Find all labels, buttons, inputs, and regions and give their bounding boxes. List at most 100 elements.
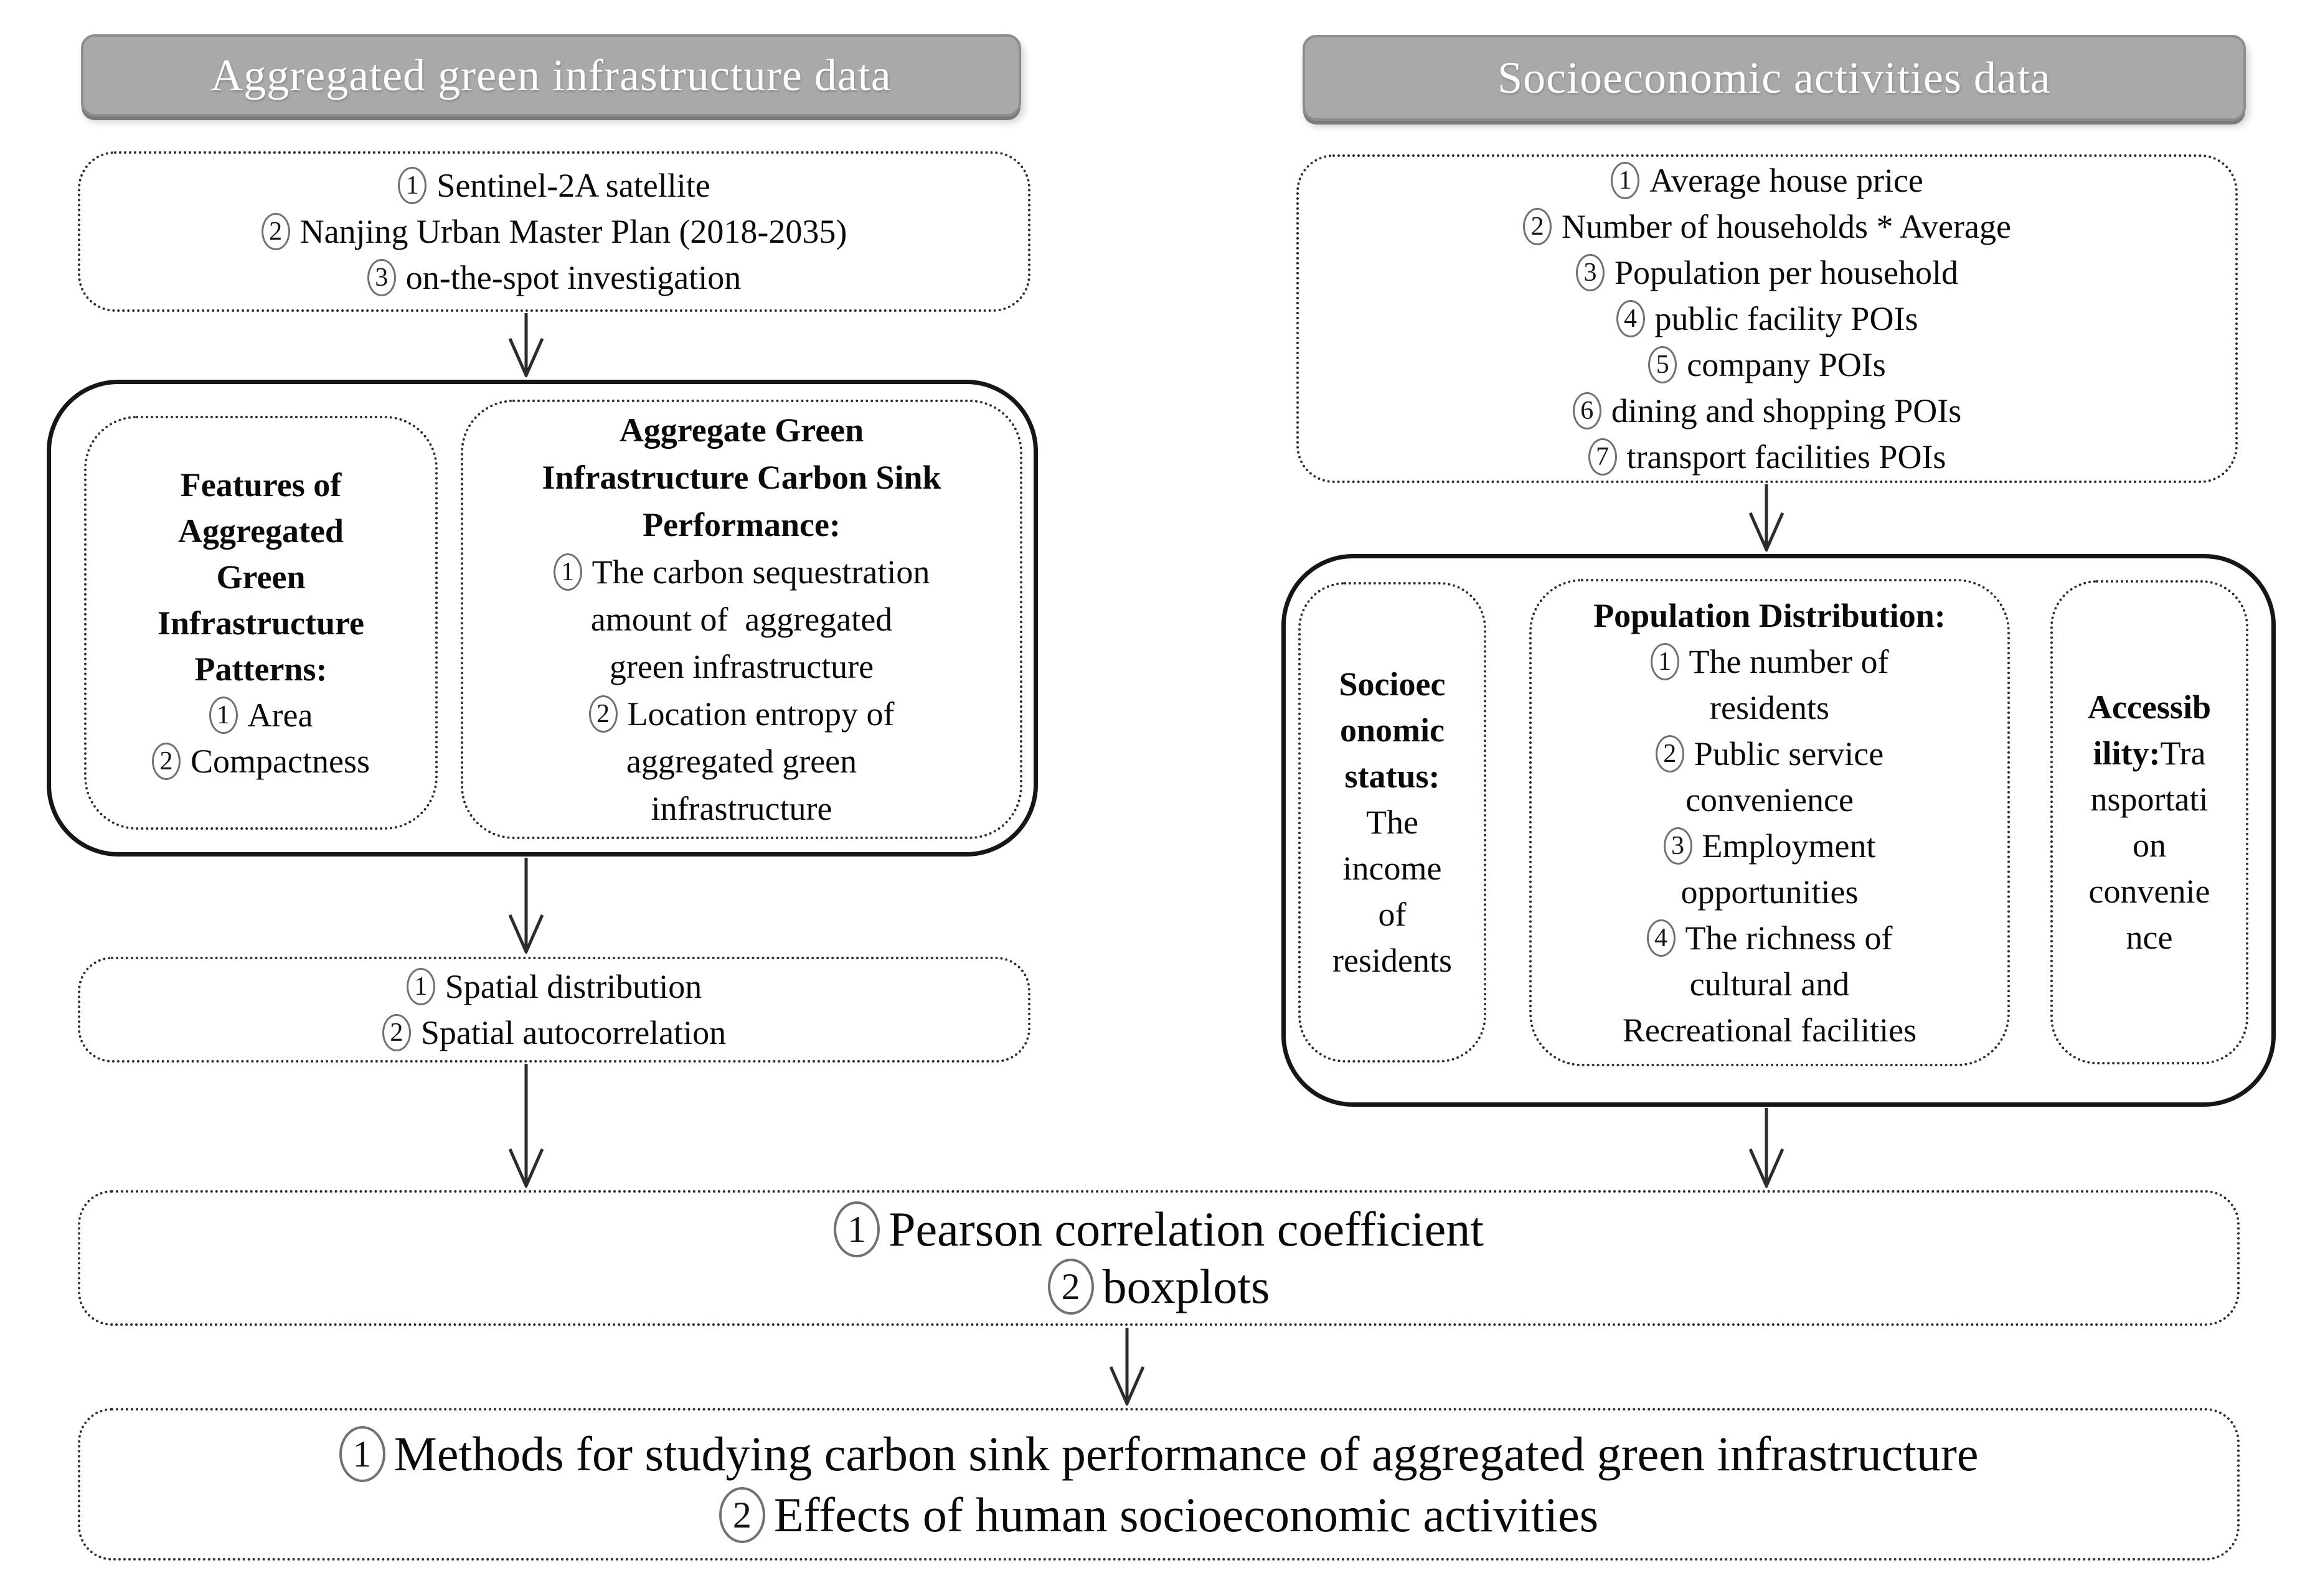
list-item: 2 Public service <box>1655 731 1884 777</box>
title-text: status: <box>1344 758 1440 795</box>
line-text-bold: ility: <box>2093 735 2161 772</box>
body-line: income <box>1343 845 1442 891</box>
item-number: 5 <box>1648 346 1677 383</box>
item-number: 1 <box>406 968 435 1005</box>
title-text: Patterns: <box>194 650 328 688</box>
item-number: 2 <box>152 742 181 780</box>
arrow-down-icon <box>508 1064 544 1188</box>
item-text: Public service <box>1694 735 1884 772</box>
title-text: onomic <box>1340 711 1445 749</box>
item-text: residents <box>1710 688 1829 726</box>
item-text: Employment <box>1702 827 1876 865</box>
item-text: amount of aggregated <box>590 601 893 638</box>
line-text: on <box>2133 827 2166 864</box>
line-text: nce <box>2126 919 2173 956</box>
line-text: nsportati <box>2090 781 2209 818</box>
item-text: opportunities <box>1681 873 1859 911</box>
accessibility-line: convenie <box>2089 868 2210 914</box>
item-number: 2 <box>1655 735 1684 772</box>
list-item-continuation: aggregated green <box>626 738 857 785</box>
body-text: of <box>1378 896 1407 933</box>
left-column-header: Aggregated green infrastructure data <box>81 34 1021 116</box>
item-text: transport facilities POIs <box>1626 438 1946 476</box>
item-text: Spatial distribution <box>445 968 702 1005</box>
accessibility-line: on <box>2133 822 2166 868</box>
title-text: Aggregate Green <box>619 411 864 449</box>
item-text: Location entropy of <box>627 695 895 733</box>
item-number: 1 <box>834 1201 880 1257</box>
title-text: Infrastructure <box>158 604 364 642</box>
accessibility-line: nce <box>2126 914 2173 960</box>
list-item-continuation: residents <box>1710 685 1829 731</box>
body-line: residents <box>1332 937 1452 983</box>
title-text: Infrastructure Carbon Sink <box>542 459 941 496</box>
item-text: Average house price <box>1649 162 1923 199</box>
item-text: green infrastructure <box>609 648 874 685</box>
item-number: 3 <box>1663 827 1692 865</box>
item-text: boxplots <box>1102 1259 1270 1313</box>
box-title-line: Socioec <box>1339 661 1446 707</box>
arrow-down-icon <box>1748 1108 1784 1188</box>
body-line: The <box>1366 799 1418 845</box>
list-item-continuation: infrastructure <box>651 785 832 832</box>
body-text: The <box>1366 804 1418 841</box>
item-number: 1 <box>398 167 427 204</box>
item-text: The carbon sequestration <box>592 553 930 591</box>
item-text: Pearson correlation coefficient <box>889 1202 1484 1256</box>
box-title-line: Infrastructure <box>158 600 364 646</box>
list-item-continuation: cultural and <box>1690 961 1849 1007</box>
item-number: 1 <box>1650 642 1679 680</box>
accessibility-line: Accessib <box>2088 684 2211 730</box>
box-title-line: Performance: <box>643 501 841 548</box>
title-text: Performance: <box>643 506 841 543</box>
item-text: Recreational facilities <box>1622 1011 1917 1049</box>
item-number: 6 <box>1572 392 1601 430</box>
item-number: 3 <box>1576 254 1605 291</box>
title-text: Green <box>216 558 306 596</box>
item-number: 2 <box>588 695 618 733</box>
item-text: public facility POIs <box>1654 300 1918 337</box>
left-column-header-label: Aggregated green infrastructure data <box>210 50 892 100</box>
item-text: The richness of <box>1685 919 1893 957</box>
box-title-line: Infrastructure Carbon Sink <box>542 454 941 501</box>
box-title-line: Aggregated <box>178 508 344 554</box>
item-text: Population per household <box>1615 254 1958 291</box>
item-text: on-the-spot investigation <box>405 259 742 296</box>
arrow-down-icon <box>1748 484 1784 552</box>
item-text: Area <box>247 696 313 734</box>
item-number: 1 <box>339 1425 385 1482</box>
item-number: 4 <box>1616 300 1645 337</box>
item-text: aggregated green <box>626 743 857 780</box>
list-item-continuation: Recreational facilities <box>1623 1007 1916 1053</box>
arrow-down-icon <box>1109 1328 1145 1406</box>
arrow-down-icon <box>508 313 544 377</box>
title-text: Aggregated <box>178 512 344 550</box>
accessibility-box: Accessib ility:Tra nsportati on convenie… <box>2050 580 2248 1064</box>
item-number: 1 <box>553 553 582 591</box>
item-text: convenience <box>1685 781 1854 819</box>
right-column-header: Socioeconomic activities data <box>1303 35 2246 121</box>
item-number: 1 <box>209 696 238 734</box>
item-text: Sentinel-2A satellite <box>436 167 710 204</box>
item-text: cultural and <box>1689 965 1850 1003</box>
box-title-line: Green <box>217 554 306 600</box>
carbon-sink-performance-box: Aggregate Green Infrastructure Carbon Si… <box>461 400 1022 839</box>
item-number: 1 <box>1611 162 1640 199</box>
